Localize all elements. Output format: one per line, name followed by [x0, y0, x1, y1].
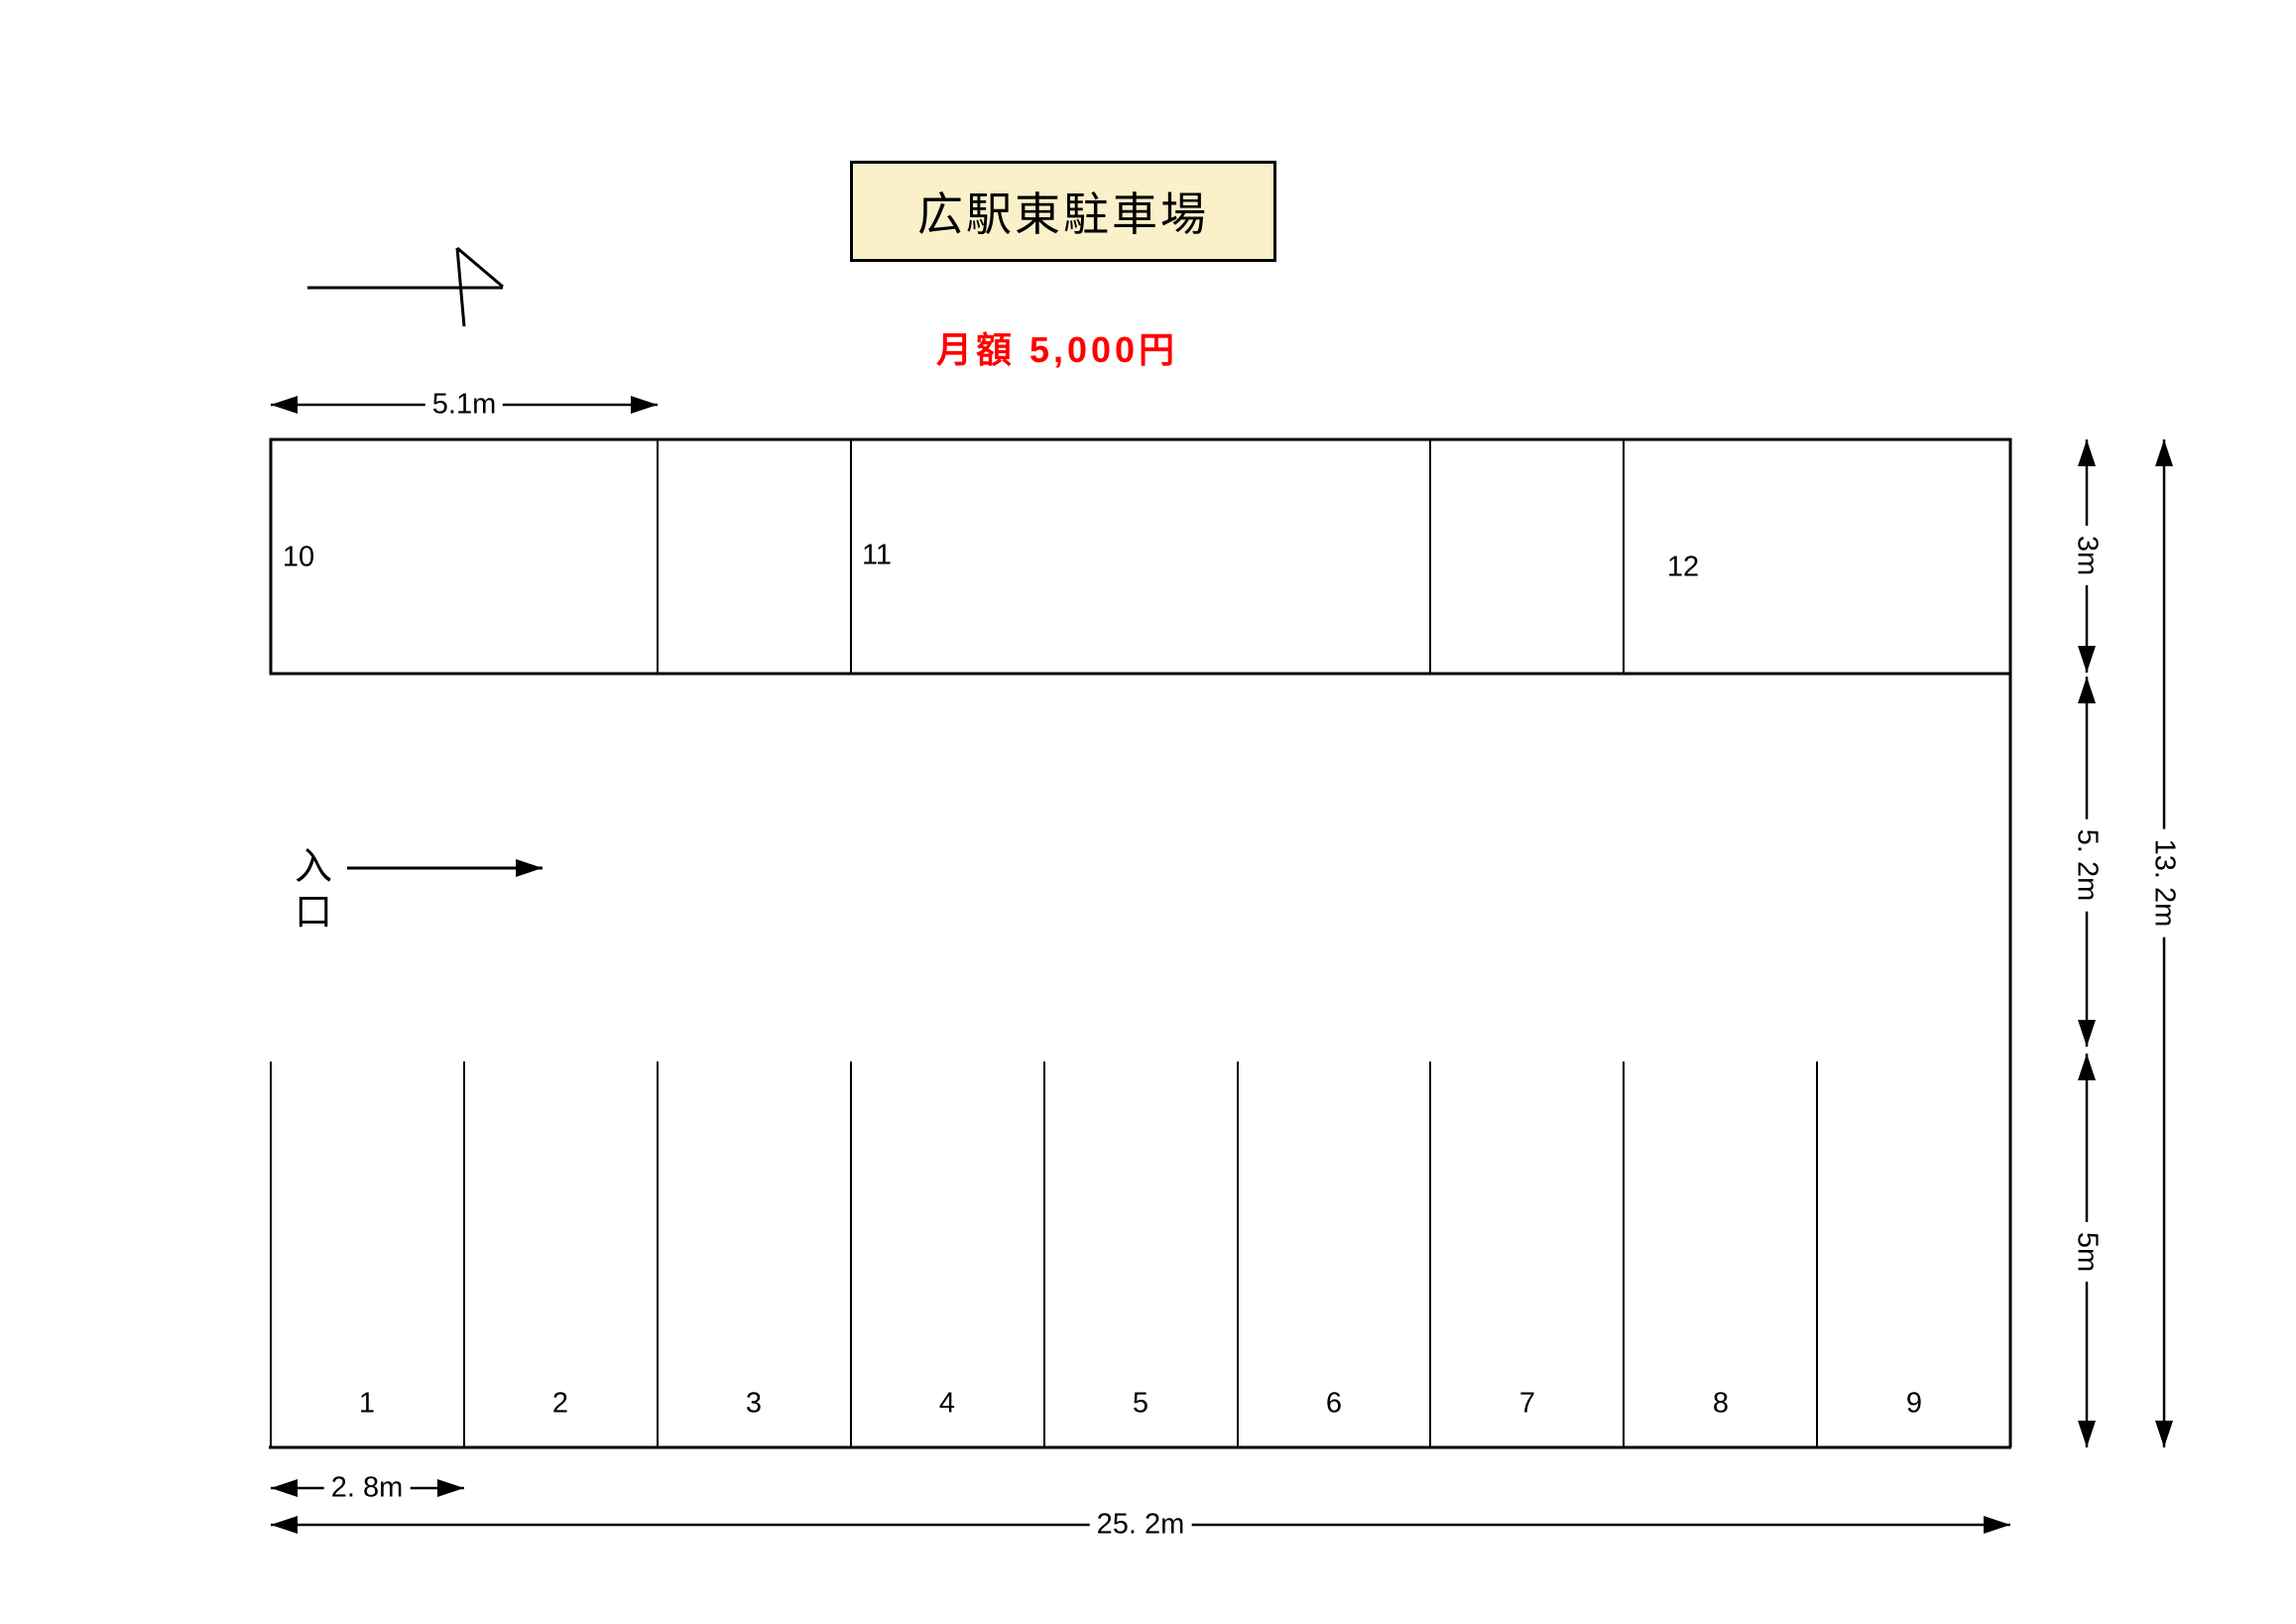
dim-label-upper-depth: 3m: [2072, 525, 2104, 586]
stall-label-10: 10: [282, 541, 315, 573]
dim-label-space10-width: 5.1m: [424, 390, 504, 420]
stall-label-2: 2: [551, 1387, 569, 1420]
entrance-label: 入口: [294, 846, 332, 934]
stall-label-7: 7: [1518, 1387, 1536, 1420]
title-box: 広駅東駐車場: [850, 161, 1276, 262]
north-flag-icon: [307, 246, 504, 327]
dim-label-stall-width: 2. 8m: [323, 1473, 411, 1503]
dim-label-lower-depth: 5m: [2072, 1221, 2104, 1283]
lower-stall-row-lines: [269, 1062, 2011, 1449]
stall-label-12: 12: [1666, 551, 1700, 583]
stall-label-9: 9: [1905, 1387, 1923, 1420]
upper-stall-row-outline: [269, 437, 2012, 676]
stall-label-11: 11: [861, 539, 893, 571]
stall-label-6: 6: [1325, 1387, 1343, 1420]
page-title: 広駅東駐車場: [917, 188, 1209, 240]
monthly-price-label: 月額 5,000円: [935, 329, 1179, 370]
dim-label-total-depth: 13. 2m: [2149, 828, 2181, 937]
stall-label-8: 8: [1712, 1387, 1730, 1420]
stall-label-3: 3: [745, 1387, 763, 1420]
dim-label-total-width: 25. 2m: [1089, 1510, 1192, 1540]
stall-label-5: 5: [1132, 1387, 1149, 1420]
stall-label-4: 4: [938, 1387, 956, 1420]
dim-label-aisle-depth: 5. 2m: [2072, 818, 2104, 912]
stall-label-1: 1: [358, 1387, 376, 1420]
